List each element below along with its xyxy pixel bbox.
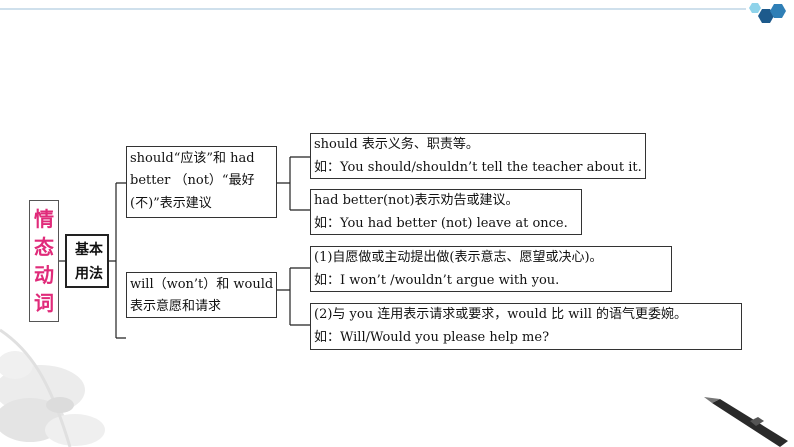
item-box: should 表示义务、职责等。 如：You should/shouldn’t …: [310, 133, 646, 179]
flower-decoration-icon: [0, 328, 105, 447]
title-box: 情 态 动 词: [29, 200, 59, 322]
item-box: had better(not)表示劝告或建议。 如：You had better…: [310, 189, 582, 235]
hexagon-decoration-icon: [749, 3, 786, 23]
item-line: (1)自愿做或主动提出做(表示意志、愿望或决心)。: [314, 250, 603, 265]
pen-decoration-icon: [704, 397, 788, 447]
subtitle-box: 基本 用法: [65, 234, 109, 288]
item-line: should 表示义务、职责等。: [314, 137, 479, 152]
title-char: 动: [34, 263, 54, 287]
item-line: had better(not)表示劝告或建议。: [314, 193, 519, 208]
branch-label-box: will（won’t）和 would 表示意愿和请求: [126, 272, 277, 318]
branch-label-line: 表示意愿和请求: [130, 299, 222, 314]
item-example: 如：You should/shouldn’t tell the teacher …: [314, 160, 642, 175]
title-char: 词: [34, 291, 54, 315]
item-example: 如：Will/Would you please help me?: [314, 330, 550, 345]
branch-label-line: (不)”表示建议: [130, 196, 212, 211]
item-box: (1)自愿做或主动提出做(表示意志、愿望或决心)。 如：I won’t /wou…: [310, 246, 672, 292]
item-box: (2)与 you 连用表示请求或要求，would 比 will 的语气更委婉。 …: [310, 303, 742, 350]
branch-label-box: should“应该”和 had better （not）“最好 (不)”表示建议: [126, 146, 277, 218]
top-divider-line: [0, 8, 746, 10]
branch-label-line: will（won’t）和 would: [130, 277, 274, 292]
title-char: 态: [34, 235, 54, 259]
branch-label-line: better （not）“最好: [130, 173, 255, 188]
item-example: 如：I won’t /wouldn’t argue with you.: [314, 273, 560, 288]
item-line: (2)与 you 连用表示请求或要求，would 比 will 的语气更委婉。: [314, 307, 688, 322]
branch-label-line: should“应该”和 had: [130, 151, 255, 166]
item-example: 如：You had better (not) leave at once.: [314, 216, 568, 231]
subtitle-line: 用法: [75, 266, 103, 282]
title-char: 情: [34, 207, 54, 231]
subtitle-line: 基本: [75, 242, 103, 258]
